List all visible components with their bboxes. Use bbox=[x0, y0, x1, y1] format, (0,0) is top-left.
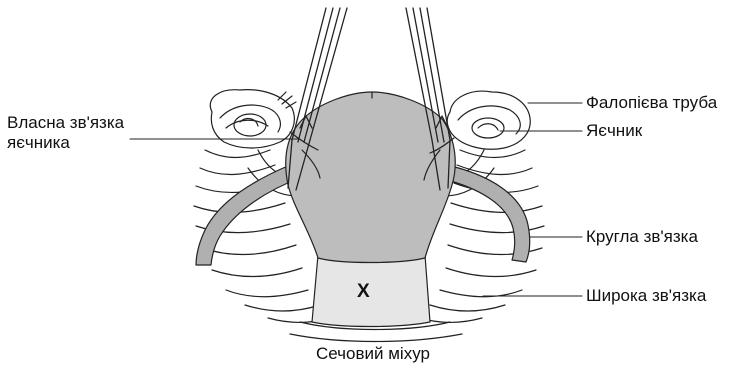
label-round-ligament: Кругла зв'язка bbox=[586, 227, 698, 247]
label-bladder: Сечовий міхур bbox=[316, 344, 430, 364]
label-ovary: Яєчник bbox=[586, 121, 642, 141]
label-ovarian-ligament-line1: Власна зв'язка bbox=[7, 113, 124, 133]
incision-mark: X bbox=[357, 281, 370, 303]
bladder bbox=[312, 255, 430, 327]
label-fallopian-tube: Фалопієва труба bbox=[586, 93, 717, 113]
label-ovarian-ligament-line2: яєчника bbox=[7, 133, 70, 153]
label-broad-ligament: Широка зв'язка bbox=[586, 286, 706, 306]
round-ligament-left bbox=[196, 165, 300, 265]
